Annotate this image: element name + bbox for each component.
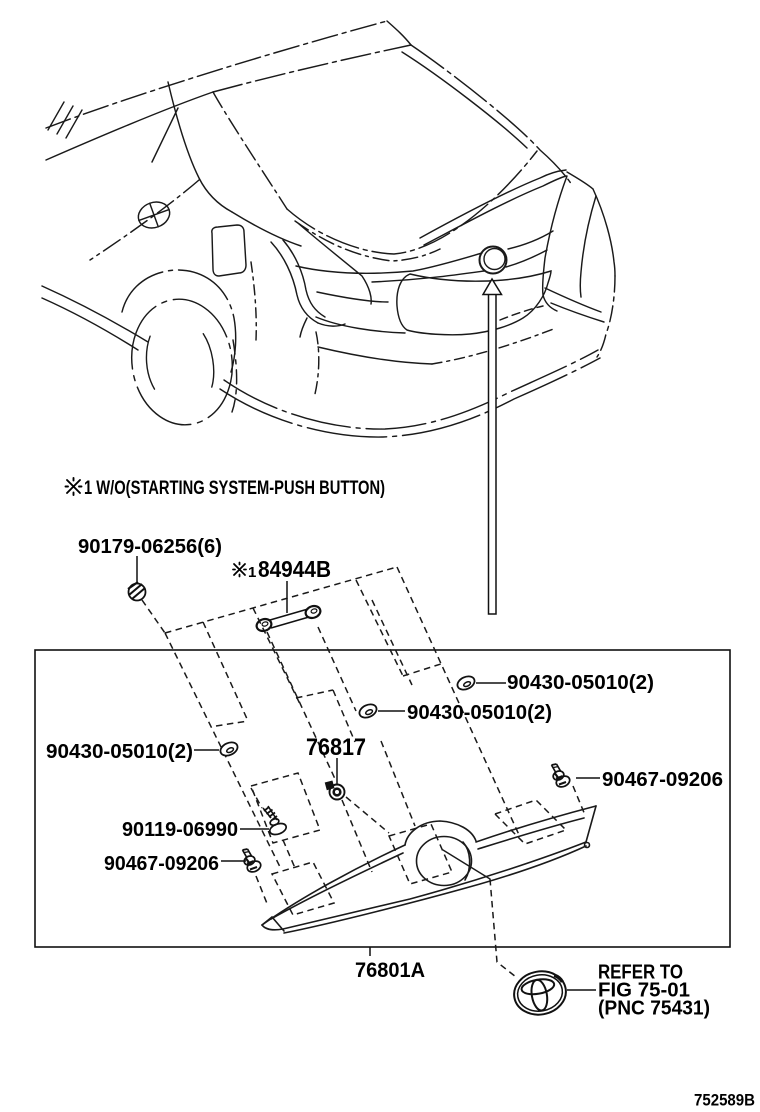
svg-text:84944B: 84944B bbox=[258, 556, 331, 582]
svg-text:90179-06256(6): 90179-06256(6) bbox=[78, 535, 222, 558]
svg-text:1: 1 bbox=[248, 564, 256, 581]
svg-text:REFER TO: REFER TO bbox=[598, 962, 683, 984]
svg-text:90467-09206: 90467-09206 bbox=[104, 852, 219, 875]
svg-text:90430-05010(2): 90430-05010(2) bbox=[46, 740, 193, 763]
svg-text:FIG 75-01: FIG 75-01 bbox=[598, 980, 690, 1002]
svg-text:90430-05010(2): 90430-05010(2) bbox=[507, 671, 654, 694]
svg-text:90119-06990: 90119-06990 bbox=[122, 818, 238, 841]
svg-text:1 W/O(STARTING SYSTEM-PUSH BUT: 1 W/O(STARTING SYSTEM-PUSH BUTTON) bbox=[84, 478, 385, 499]
svg-text:(PNC 75431): (PNC 75431) bbox=[598, 998, 710, 1020]
svg-text:76801A: 76801A bbox=[355, 959, 425, 982]
svg-text:90430-05010(2): 90430-05010(2) bbox=[407, 701, 552, 724]
svg-text:90467-09206: 90467-09206 bbox=[602, 768, 723, 791]
svg-text:76817: 76817 bbox=[306, 734, 366, 761]
svg-text:752589B: 752589B bbox=[694, 1091, 755, 1110]
